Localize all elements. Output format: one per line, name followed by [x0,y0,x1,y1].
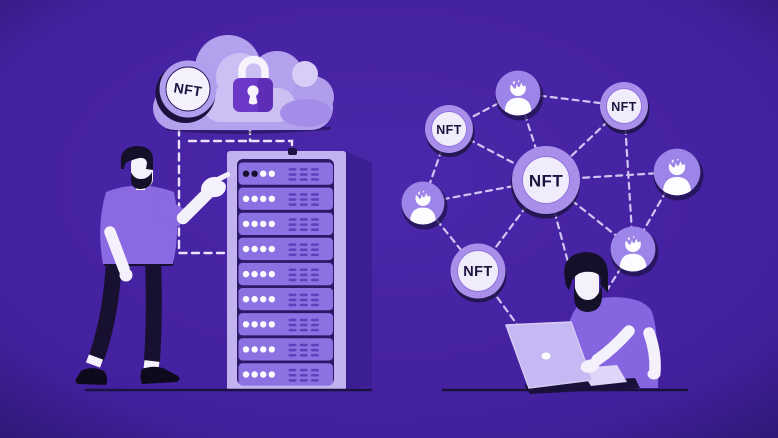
illustration-canvas: NFT [0,0,778,438]
nft-illustration: NFT [0,0,778,438]
vignette-overlay [0,0,778,438]
